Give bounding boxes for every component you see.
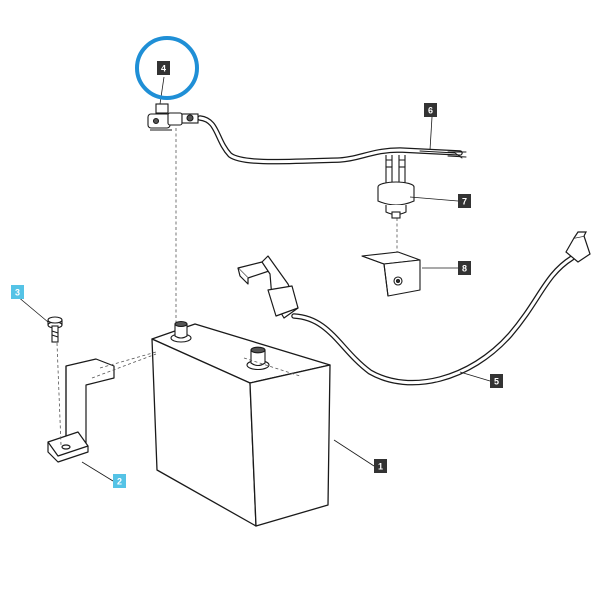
callout-2-label: 2: [117, 477, 122, 487]
callout-7-label: 7: [462, 197, 467, 207]
callout-leaders: [16, 76, 491, 482]
bolt[interactable]: [47, 316, 63, 343]
callout-1-label: 1: [378, 462, 383, 472]
callout-3[interactable]: 3: [11, 285, 24, 299]
callout-5[interactable]: 5: [490, 374, 503, 388]
callout-4-label: 4: [161, 64, 166, 74]
callout-8[interactable]: 8: [458, 261, 471, 275]
terminal-clamp[interactable]: [147, 103, 199, 131]
callout-5-label: 5: [494, 377, 499, 387]
callout-8-label: 8: [462, 264, 467, 274]
hold-down-bracket[interactable]: [47, 358, 115, 463]
battery[interactable]: [151, 323, 331, 527]
callout-6[interactable]: 6: [424, 103, 437, 117]
callout-4[interactable]: 4: [157, 61, 170, 75]
battery-terminal-left: [170, 320, 192, 343]
sensor-connector[interactable]: [377, 155, 415, 219]
dashed-leaders: [56, 128, 398, 446]
callout-1[interactable]: 1: [374, 459, 387, 473]
highlight-ring: [135, 36, 199, 100]
callout-6-label: 6: [428, 106, 433, 116]
negative-cable-lug: [565, 231, 591, 263]
callout-3-label: 3: [15, 288, 20, 298]
negative-terminal-boot: [237, 255, 299, 319]
callout-2[interactable]: 2: [113, 474, 126, 488]
sensor-bracket[interactable]: [361, 251, 421, 297]
positive-cable[interactable]: [197, 115, 467, 165]
callout-7[interactable]: 7: [458, 194, 471, 208]
negative-cable[interactable]: [291, 255, 575, 386]
